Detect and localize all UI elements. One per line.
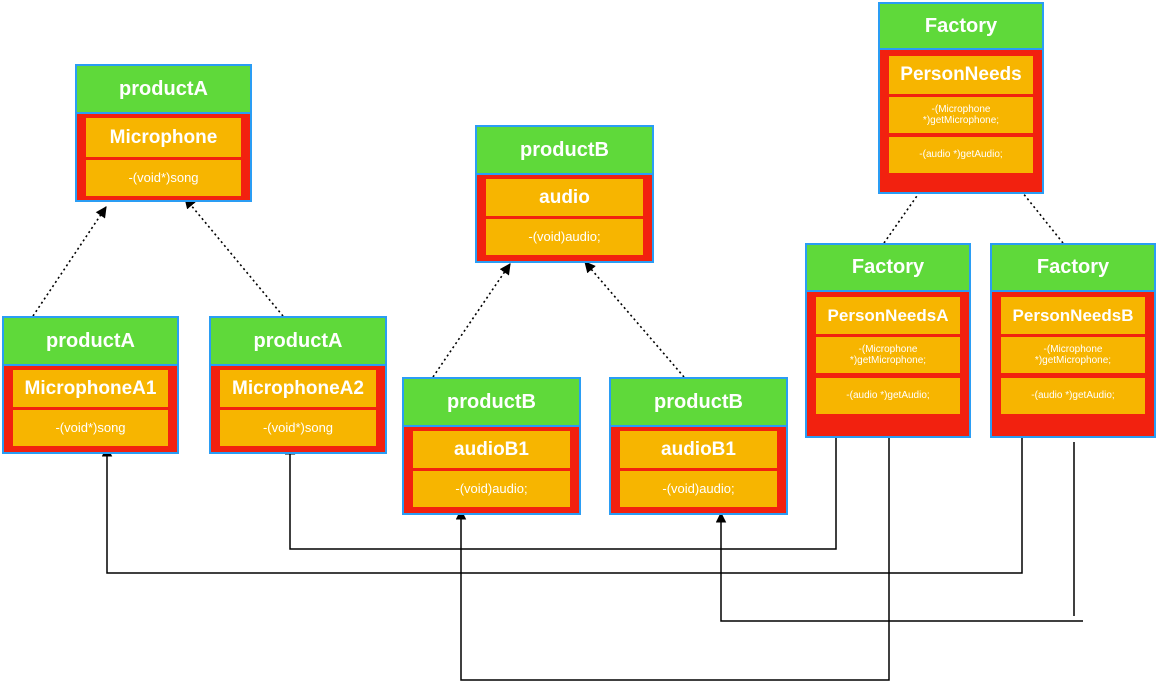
class-title: PersonNeedsA <box>816 297 960 334</box>
method-cell: -(void)audio; <box>620 471 777 507</box>
method-cell: -(void)audio; <box>486 219 643 255</box>
inherit-arrow-b1-alt <box>584 261 685 378</box>
class-node-factory-top: Factory PersonNeeds -(Microphone *)getMi… <box>878 2 1044 194</box>
class-title: PersonNeedsB <box>1001 297 1145 334</box>
create-line-a-to-a2 <box>284 438 837 550</box>
method-cell: -(Microphone *)getMicrophone; <box>1001 337 1145 373</box>
class-node-factory-a: Factory PersonNeedsA -(Microphone *)getM… <box>805 243 971 438</box>
method-cell: -(audio *)getAudio; <box>816 378 960 414</box>
class-title: audioB1 <box>413 431 570 468</box>
method-cell: -(void*)song <box>13 410 168 446</box>
class-title: audioB1 <box>620 431 777 468</box>
class-header: Factory <box>807 245 969 292</box>
class-title: PersonNeeds <box>889 56 1033 94</box>
class-node-product-a2: productA MicrophoneA2 -(void*)song <box>209 316 387 454</box>
class-title: MicrophoneA1 <box>13 370 168 407</box>
inherit-arrow-b1 <box>432 263 511 378</box>
method-cell: -(Microphone *)getMicrophone; <box>889 97 1033 133</box>
inherit-arrow-a2 <box>184 197 284 317</box>
class-header: productA <box>77 66 250 114</box>
create-line-b-to-b1-alt-2 <box>715 511 1083 622</box>
method-cell: -(void*)song <box>86 160 241 196</box>
class-header: Factory <box>880 4 1042 50</box>
create-line-b-to-a1 <box>101 438 1023 574</box>
method-cell: -(audio *)getAudio; <box>889 137 1033 173</box>
class-node-product-a1: productA MicrophoneA1 -(void*)song <box>2 316 179 454</box>
class-title: Microphone <box>86 118 241 157</box>
method-cell: -(audio *)getAudio; <box>1001 378 1145 414</box>
class-header: productB <box>477 127 652 175</box>
class-title: MicrophoneA2 <box>220 370 376 407</box>
class-node-product-b1-alt: productB audioB1 -(void)audio; <box>609 377 788 515</box>
class-node-factory-b: Factory PersonNeedsB -(Microphone *)getM… <box>990 243 1156 438</box>
method-cell: -(void*)song <box>220 410 376 446</box>
method-cell: -(void)audio; <box>413 471 570 507</box>
class-header: productA <box>4 318 177 366</box>
class-header: Factory <box>992 245 1154 292</box>
create-line-a-to-b1 <box>455 436 890 681</box>
class-header: productA <box>211 318 385 366</box>
class-node-product-b1: productB audioB1 -(void)audio; <box>402 377 581 515</box>
class-node-product-b-top: productB audio -(void)audio; <box>475 125 654 263</box>
class-header: productB <box>611 379 786 427</box>
inherit-arrow-a1 <box>32 206 107 317</box>
class-header: productB <box>404 379 579 427</box>
class-title: audio <box>486 179 643 216</box>
method-cell: -(Microphone *)getMicrophone; <box>816 337 960 373</box>
class-node-product-a-top: productA Microphone -(void*)song <box>75 64 252 202</box>
